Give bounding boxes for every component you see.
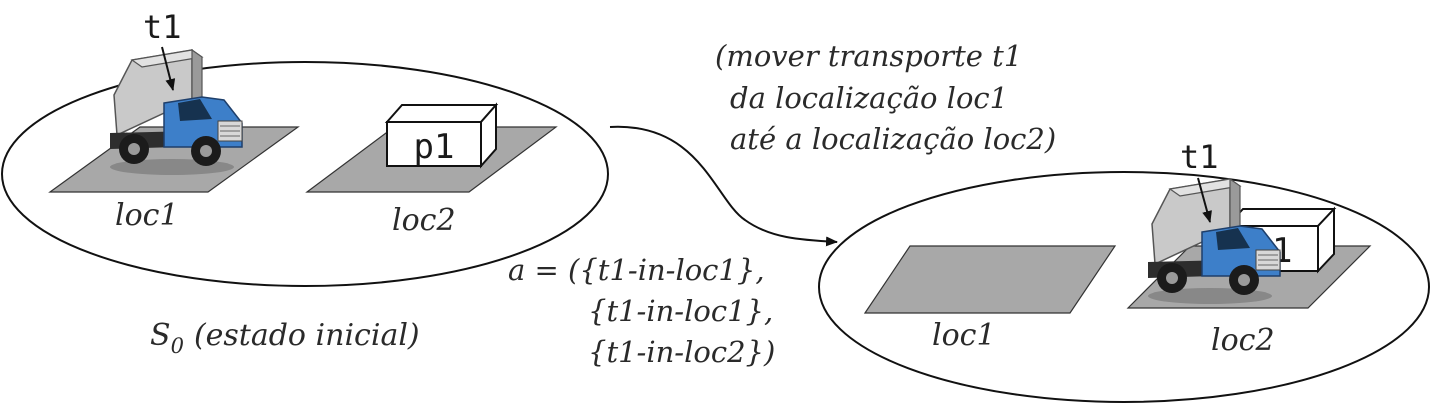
right-loc1-platform [863,245,1117,314]
right-loc2-label: loc2 [1211,323,1275,358]
transition-arrow [609,125,838,247]
action-description: (mover transporte t1 da localização loc1… [715,39,1056,156]
action-formula-line-3: {t1-in-loc2}) [588,335,775,369]
state-symbol: S [150,318,171,353]
action-formula-line-2: {t1-in-loc1}, [588,294,773,328]
action-formula: a = ({t1-in-loc1}, {t1-in-loc1}, {t1-in-… [508,253,775,369]
action-description-line-3: até a localização loc2) [730,122,1056,156]
loc2-label: loc2 [392,203,456,238]
state-caption-text: (estado inicial) [194,318,420,353]
truck-t1-label: t1 [143,8,182,46]
right-truck-t1-label: t1 [1180,138,1219,176]
right-loc1-label: loc1 [932,318,996,353]
resulting-state-group: p1 t1 loc1 loc2 [818,138,1430,403]
package-p1-box: p1 [384,102,499,169]
initial-state-group: p1 t1 loc1 loc2 [1,8,609,287]
state-subscript: 0 [171,334,184,358]
initial-state-ellipse [1,61,609,287]
package-p1-label: p1 [414,127,455,167]
action-description-line-2: da localização loc1 [730,81,1008,115]
loc1-label: loc1 [115,198,179,233]
resulting-state-ellipse [818,171,1430,403]
initial-state-caption: S0 (estado inicial) [150,318,420,358]
truck-t1-pointer-arrow [161,46,176,91]
action-formula-line-1: a = ({t1-in-loc1}, [508,253,765,287]
action-description-line-1: (mover transporte t1 [715,39,1022,73]
right-truck-t1-pointer-arrow [1197,177,1212,223]
